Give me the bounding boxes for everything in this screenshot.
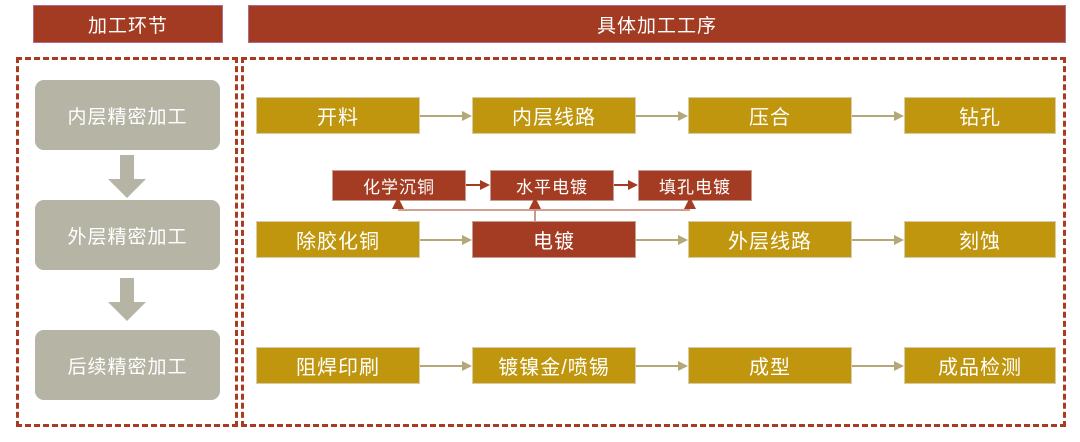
stage-panel xyxy=(16,57,238,427)
stage-box-inner-layer[interactable]: 内层精密加工 xyxy=(35,80,220,150)
down-arrow-icon xyxy=(108,155,146,198)
arrow-connector-icon xyxy=(420,111,472,121)
process-box-chengpin-jiance[interactable]: 成品检测 xyxy=(904,347,1056,384)
arrow-connector-icon xyxy=(614,180,638,190)
process-label: 刻蚀 xyxy=(959,231,1001,253)
stage-box-finishing[interactable]: 后续精密加工 xyxy=(35,330,220,400)
process-box-keshi[interactable]: 刻蚀 xyxy=(904,221,1056,258)
arrow-connector-icon xyxy=(636,111,688,121)
process-label: 镀镍金/喷锡 xyxy=(498,357,610,379)
process-label: 阻焊印刷 xyxy=(296,357,380,379)
arrow-connector-icon xyxy=(852,361,904,371)
header-detailed-process-label: 具体加工工序 xyxy=(596,15,717,37)
process-box-tiankong-dudu[interactable]: 填孔电镀 xyxy=(638,170,752,201)
process-label: 外层线路 xyxy=(728,231,812,253)
process-panel xyxy=(241,57,1066,427)
process-label: 成品检测 xyxy=(938,357,1022,379)
process-label: 钻孔 xyxy=(959,107,1001,129)
process-label: 化学沉铜 xyxy=(363,178,435,197)
process-box-chujiao-huatong[interactable]: 除胶化铜 xyxy=(256,221,420,258)
header-processing-stage-label: 加工环节 xyxy=(87,15,168,37)
stage-label: 后续精密加工 xyxy=(67,356,188,378)
process-box-dudu[interactable]: 电镀 xyxy=(472,221,636,258)
arrow-connector-icon xyxy=(636,361,688,371)
arrow-connector-icon xyxy=(420,361,472,371)
process-label: 填孔电镀 xyxy=(659,178,731,197)
process-box-chengxing[interactable]: 成型 xyxy=(688,347,852,384)
arrow-connector-icon xyxy=(420,235,472,245)
stage-box-outer-layer[interactable]: 外层精密加工 xyxy=(35,200,220,270)
process-label: 开料 xyxy=(317,107,359,129)
header-detailed-process: 具体加工工序 xyxy=(248,5,1066,43)
process-box-zuhan-yinshua[interactable]: 阻焊印刷 xyxy=(256,347,420,384)
process-label: 除胶化铜 xyxy=(296,231,380,253)
process-label: 内层线路 xyxy=(512,107,596,129)
feeder-connector-icon xyxy=(392,197,696,230)
process-box-dunijin-penxi[interactable]: 镀镍金/喷锡 xyxy=(472,347,636,384)
header-processing-stage: 加工环节 xyxy=(33,5,223,43)
process-box-neiceng-xianlu[interactable]: 内层线路 xyxy=(472,97,636,134)
arrow-connector-icon xyxy=(466,180,490,190)
process-label: 成型 xyxy=(749,357,791,379)
process-label: 压合 xyxy=(749,107,791,129)
arrow-connector-icon xyxy=(852,235,904,245)
arrow-connector-icon xyxy=(852,111,904,121)
down-arrow-icon xyxy=(108,278,146,321)
process-box-kailiao[interactable]: 开料 xyxy=(256,97,420,134)
arrow-connector-icon xyxy=(636,235,688,245)
process-box-waiceng-xianlu[interactable]: 外层线路 xyxy=(688,221,852,258)
stage-label: 外层精密加工 xyxy=(67,226,188,248)
process-label: 电镀 xyxy=(533,231,575,253)
stage-label: 内层精密加工 xyxy=(67,106,188,128)
process-box-yahe[interactable]: 压合 xyxy=(688,97,852,134)
process-label: 水平电镀 xyxy=(516,178,588,197)
process-box-shuiping-dudu[interactable]: 水平电镀 xyxy=(490,170,614,201)
process-box-huaxue-chentong[interactable]: 化学沉铜 xyxy=(332,170,466,201)
process-box-zuankong[interactable]: 钻孔 xyxy=(904,97,1056,134)
